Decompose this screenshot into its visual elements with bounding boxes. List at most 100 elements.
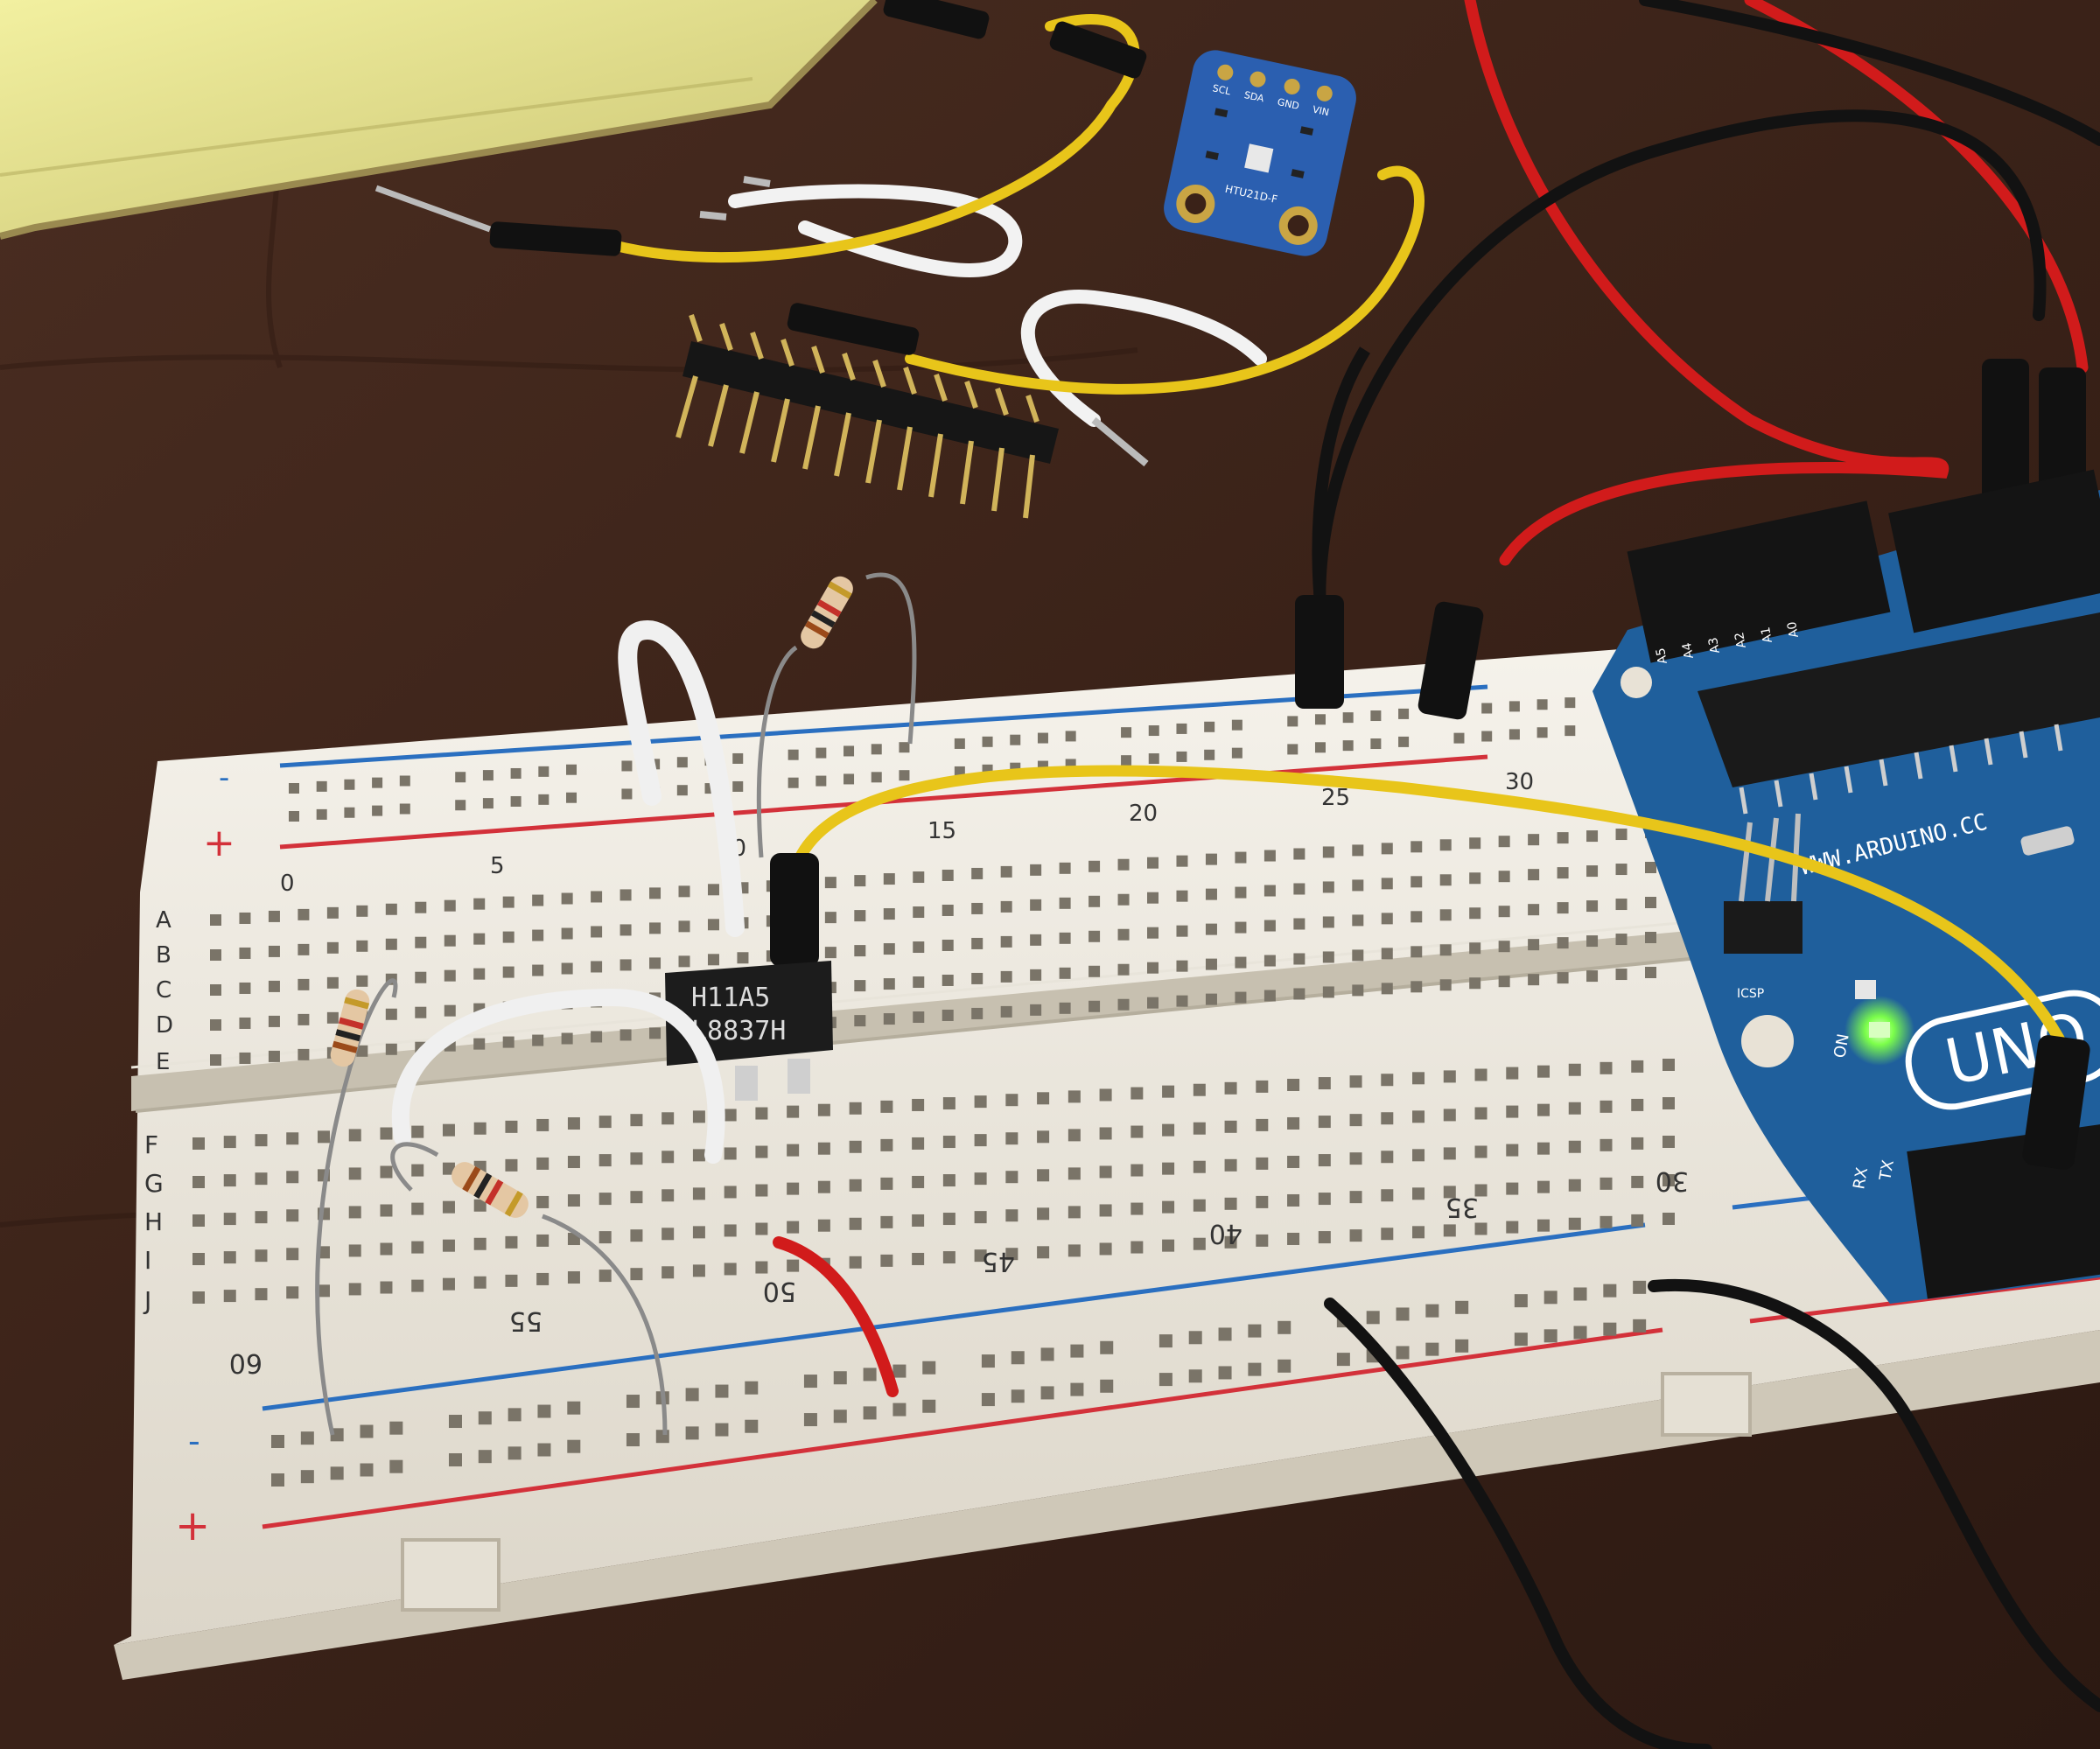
breadboard-hole (732, 780, 744, 792)
breadboard-hole (1586, 865, 1599, 878)
breadboard-hole (824, 912, 836, 924)
breadboard-hole (788, 749, 799, 760)
breadboard-hole (913, 941, 925, 954)
breadboard-hole (899, 742, 910, 753)
breadboard-hole (692, 1264, 705, 1277)
header-label: A3 (1706, 636, 1723, 654)
header-label: A1 (1759, 626, 1775, 644)
breadboard-hole (455, 772, 466, 783)
breadboard-hole (1474, 1068, 1488, 1081)
breadboard-hole (1176, 960, 1188, 972)
breadboard-hole (1005, 1248, 1018, 1261)
breadboard-hole (1568, 1140, 1581, 1153)
breadboard-hole (537, 1404, 551, 1418)
breadboard-hole (537, 1443, 551, 1457)
breadboard-hole (532, 929, 544, 941)
breadboard-hole (591, 926, 603, 938)
breadboard-hole (1381, 1189, 1394, 1202)
breadboard-hole (724, 1109, 737, 1122)
breadboard-hole (1162, 1123, 1175, 1137)
breadboard-hole (974, 1211, 987, 1224)
breadboard-hole (289, 783, 299, 794)
breadboard-hole (380, 1242, 393, 1256)
breadboard-hole (655, 1430, 669, 1444)
breadboard-hole (385, 938, 397, 950)
breadboard-hole (1264, 920, 1276, 932)
breadboard-hole (816, 775, 827, 787)
row-letter: H (144, 1207, 163, 1236)
breadboard-hole (1162, 1085, 1175, 1098)
breadboard-hole (1615, 969, 1628, 981)
breadboard-hole (1537, 1103, 1550, 1116)
breadboard-hole (1557, 937, 1569, 949)
breadboard-hole (505, 1120, 518, 1133)
row-letter: A (156, 907, 172, 934)
breadboard-hole (1318, 1077, 1331, 1090)
breadboard-hole (1264, 885, 1276, 897)
breadboard-hole (505, 1274, 518, 1287)
breadboard-hole (448, 1453, 462, 1467)
arduino-header (1627, 500, 1891, 663)
breadboard-hole (787, 1182, 800, 1195)
breadboard-hole (1088, 860, 1101, 872)
breadboard-hole (385, 1043, 397, 1055)
jumper-connector (787, 303, 920, 355)
breadboard-hole (755, 1261, 768, 1274)
resistor (801, 576, 853, 649)
breadboard-hole (1443, 1109, 1456, 1122)
breadboard-hole (1256, 1157, 1269, 1170)
breadboard-hole (1600, 1061, 1613, 1074)
black-jumper-wire (1312, 346, 1370, 613)
breadboard-hole (1037, 1130, 1050, 1144)
breadboard-hole (1188, 1331, 1202, 1345)
breadboard-hole (1600, 1215, 1613, 1228)
breadboard-hole (1293, 988, 1306, 1000)
breadboard-hole (1506, 1067, 1519, 1080)
breadboard-hole (298, 1013, 310, 1025)
header-label: A5 (1654, 647, 1670, 665)
breadboard-hole (1536, 699, 1548, 710)
breadboard-hole (1342, 712, 1354, 724)
breadboard-hole (1381, 1228, 1394, 1241)
breadboard-hole (1469, 977, 1481, 990)
breadboard-hole (1349, 1191, 1362, 1204)
breadboard-hole (1005, 1094, 1018, 1107)
arduino-header (1888, 469, 2100, 633)
breadboard-hole (1603, 1284, 1617, 1298)
row-letter: E (156, 1049, 170, 1075)
breadboard-hole (1349, 1152, 1362, 1165)
breadboard-hole (1506, 1182, 1519, 1195)
breadboard-hole (1410, 981, 1423, 993)
breadboard-hole (1068, 1129, 1081, 1142)
breadboard-hole (1633, 1319, 1647, 1333)
column-number: 25 (1321, 785, 1350, 811)
breadboard-hole (223, 1136, 236, 1149)
breadboard-hole (942, 869, 954, 881)
row-letter: G (144, 1169, 164, 1198)
breadboard-hole (473, 1038, 486, 1050)
breadboard-hole (1439, 874, 1452, 886)
breadboard-hole (1287, 716, 1298, 727)
breadboard-hole (1474, 1107, 1488, 1120)
breadboard-hole (326, 941, 339, 954)
breadboard-hole (715, 1423, 729, 1437)
breadboard-hole (1381, 948, 1393, 960)
column-number: 60 (229, 1347, 262, 1378)
breadboard-hole (591, 1031, 603, 1043)
breadboard-hole (707, 884, 719, 896)
breadboard-hole (1318, 1154, 1331, 1167)
breadboard-hole (1278, 1320, 1292, 1334)
breadboard-hole (1235, 921, 1247, 934)
breadboard-hole (1037, 1207, 1050, 1221)
breadboard-hole (974, 1095, 987, 1109)
breadboard-hole (1293, 918, 1306, 930)
breadboard-hole (724, 1147, 737, 1160)
breadboard-hole (348, 1129, 361, 1142)
breadboard-hole (1224, 1120, 1237, 1133)
header-label: A4 (1680, 641, 1697, 660)
breadboard-hole (1224, 1197, 1237, 1210)
breadboard-hole (1481, 703, 1493, 714)
mounting-hole (1741, 1015, 1794, 1067)
breadboard-hole (1410, 841, 1423, 853)
breadboard-hole (662, 1112, 675, 1125)
